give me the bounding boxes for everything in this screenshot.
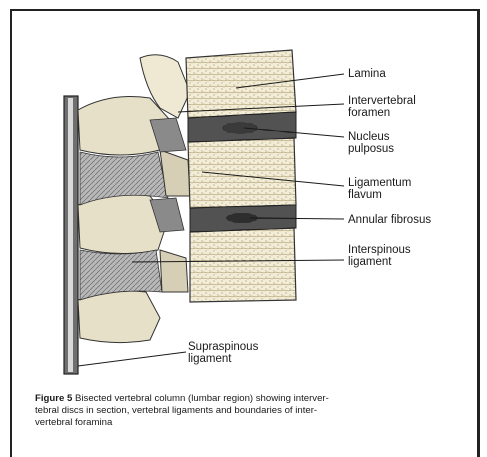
- caption-line-1: Figure 5 Bisected vertebral column (lumb…: [35, 393, 465, 405]
- figure-caption: Figure 5 Bisected vertebral column (lumb…: [35, 393, 465, 429]
- supraspinous-ligament-shape: [64, 96, 78, 374]
- label-line: Ligamentum: [348, 177, 411, 189]
- label-line: Interspinous: [348, 244, 411, 256]
- label-supraspinous-ligament: Supraspinous ligament: [188, 341, 258, 365]
- label-line: pulposus: [348, 143, 394, 155]
- label-line: flavum: [348, 189, 411, 201]
- label-lamina: Lamina: [348, 68, 386, 80]
- label-intervertebral-foramen: Intervertebral foramen: [348, 95, 416, 119]
- figure-label: Figure 5: [35, 393, 72, 404]
- label-nucleus-pulposus: Nucleus pulposus: [348, 131, 394, 155]
- label-line: Supraspinous: [188, 341, 258, 353]
- label-line: ligament: [188, 353, 258, 365]
- caption-line-3: vertebral foramina: [35, 417, 465, 429]
- caption-line-2: tebral discs in section, vertebral ligam…: [35, 405, 465, 417]
- label-ligamentum-flavum: Ligamentum flavum: [348, 177, 411, 201]
- label-line: Intervertebral: [348, 95, 416, 107]
- label-line: foramen: [348, 107, 416, 119]
- label-line: Nucleus: [348, 131, 394, 143]
- caption-text: Bisected vertebral column (lumbar region…: [75, 393, 329, 404]
- label-annular-fibrosus: Annular fibrosus: [348, 214, 431, 226]
- label-interspinous-ligament: Interspinous ligament: [348, 244, 411, 268]
- label-line: ligament: [348, 256, 411, 268]
